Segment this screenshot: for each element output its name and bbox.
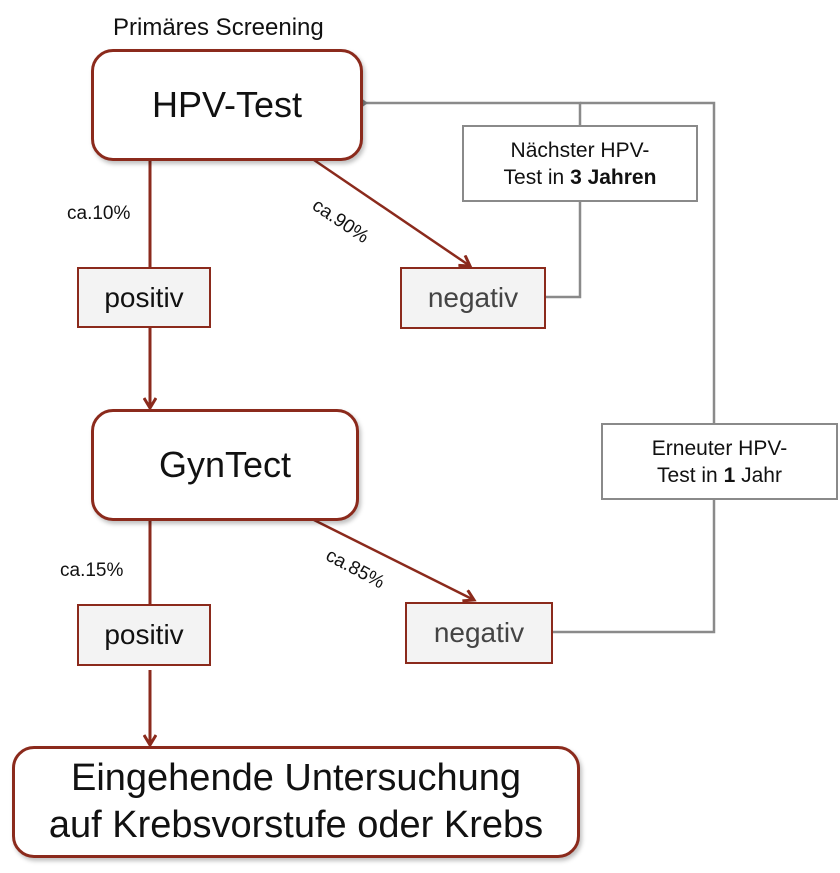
feedback-edge-one-year [552,101,716,634]
node-final-line1: Eingehende Untersuchung [70,757,521,799]
node-gyntect-label: GynTect [158,444,292,485]
node-hpv-test-label: HPV-Test [151,84,303,125]
note-one-year-line1: Erneuter HPV- [651,436,788,460]
node-final-examination: Eingehende Untersuchung auf Krebsvorstuf… [12,746,580,858]
pct-hpv-positive: ca.10% [67,203,131,224]
note-three-years-line2: Test in 3 Jahren [503,165,657,189]
result-hpv-negative-label: negativ [427,282,519,313]
result-gyntect-negative-label: negativ [433,617,525,648]
edge-gyntect-to-negative [313,518,474,600]
result-gyntect-negative: negativ [405,602,553,664]
result-hpv-positive: positiv [77,267,211,328]
node-hpv-test: HPV-Test [91,49,363,161]
note-next-test-three-years: Nächster HPV- Test in 3 Jahren [462,125,698,202]
result-hpv-positive-label: positiv [104,281,184,313]
node-gyntect: GynTect [91,409,359,521]
node-final-line2: auf Krebsvorstufe oder Krebs [48,804,544,846]
pct-gyntect-positive: ca.15% [60,560,124,581]
diagram-title: Primäres Screening [113,14,324,41]
result-gyntect-positive: positiv [77,604,211,666]
result-hpv-negative: negativ [400,267,546,329]
note-three-years-line1: Nächster HPV- [510,138,650,162]
note-repeat-test-one-year: Erneuter HPV- Test in 1 Jahr [601,423,838,500]
note-one-year-line2: Test in 1 Jahr [657,463,782,487]
result-gyntect-positive-label: positiv [104,619,184,650]
edge-hpv-to-negative [313,158,470,266]
